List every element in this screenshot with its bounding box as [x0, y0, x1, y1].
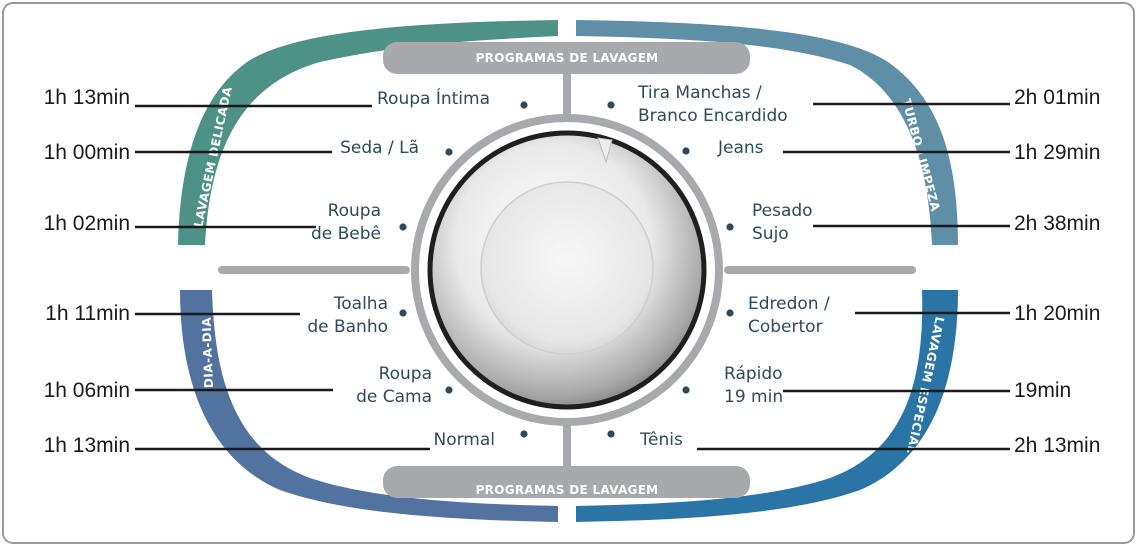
program-option[interactable]: Normal 1h 13min — [44, 430, 528, 457]
program-name-line: Toalha — [333, 294, 388, 314]
program-name-line: de Banho — [307, 317, 388, 337]
program-name-line: Normal — [433, 430, 495, 450]
footer-label: PROGRAMAS DE LAVAGEM — [476, 483, 659, 497]
program-dot — [445, 148, 453, 156]
program-name-line: Jeans — [717, 138, 764, 158]
program-option[interactable]: Tira Manchas / Branco Encardido 2h 01min — [607, 83, 1100, 126]
program-option[interactable]: Tênis 2h 13min — [607, 430, 1100, 457]
program-duration: 1h 13min — [44, 86, 130, 109]
program-dot — [726, 223, 734, 231]
footer-bar — [383, 466, 750, 498]
program-option[interactable]: Roupa de Cama 1h 06min — [44, 364, 453, 407]
divider-bottom — [563, 410, 571, 468]
program-name: Tênis — [639, 430, 683, 450]
program-duration: 19min — [1014, 379, 1071, 402]
divider-right — [724, 266, 916, 274]
program-name-line: Pesado — [752, 201, 813, 221]
program-name-line: Branco Encardido — [638, 106, 788, 126]
program-name: Toalha de Banho — [307, 294, 388, 337]
divider-top — [563, 72, 571, 130]
program-name-line: Tênis — [639, 430, 683, 450]
program-name: Seda / Lã — [340, 138, 419, 158]
program-name-line: Roupa — [379, 364, 432, 384]
program-name: Normal — [433, 430, 495, 450]
divider-left — [218, 266, 410, 274]
program-name: Edredon / Cobertor — [748, 294, 830, 337]
program-duration: 2h 38min — [1014, 212, 1100, 235]
header-bar — [383, 42, 750, 74]
program-option[interactable]: Jeans 1h 29min — [682, 138, 1100, 164]
program-name: Roupa de Cama — [356, 364, 432, 407]
program-dot — [682, 147, 690, 155]
program-option[interactable]: Rápido 19 min 19min — [682, 364, 1071, 407]
program-name-line: Sujo — [752, 224, 789, 244]
header-label: PROGRAMAS DE LAVAGEM — [476, 51, 659, 65]
program-duration: 1h 29min — [1014, 141, 1100, 164]
group-label-dia-a-dia: DIA-A-DIA — [200, 317, 216, 389]
program-duration: 1h 06min — [44, 379, 130, 402]
program-option[interactable]: Seda / Lã 1h 00min — [44, 138, 453, 164]
group-arc-bottom-left — [180, 290, 558, 522]
program-duration: 2h 01min — [1014, 86, 1100, 109]
program-name-line: Tira Manchas / — [637, 83, 762, 103]
knob-face — [480, 181, 654, 355]
program-name: Jeans — [717, 138, 764, 158]
program-name-line: Roupa — [328, 201, 381, 221]
program-name: Tira Manchas / Branco Encardido — [637, 83, 788, 126]
program-dot — [607, 101, 615, 109]
program-duration: 2h 13min — [1014, 434, 1100, 457]
program-name-line: de Bebê — [311, 224, 381, 244]
program-duration: 1h 13min — [44, 434, 130, 457]
program-dot — [399, 309, 407, 317]
program-dot — [445, 386, 453, 394]
program-name: Roupa de Bebê — [311, 201, 381, 244]
program-option[interactable]: Edredon / Cobertor 1h 20min — [726, 294, 1100, 337]
group-arc-top-left — [178, 20, 558, 245]
program-name-line: Cobertor — [748, 317, 823, 337]
program-name-line: Seda / Lã — [340, 138, 419, 158]
program-name-line: Edredon / — [748, 294, 830, 314]
knob-indicator — [597, 137, 613, 164]
program-option[interactable]: Roupa de Bebê 1h 02min — [44, 201, 407, 244]
program-name-line: 19 min — [724, 387, 783, 407]
program-dot — [682, 386, 690, 394]
program-duration: 1h 20min — [1014, 302, 1100, 325]
program-name: Rápido 19 min — [724, 364, 783, 407]
program-name-line: Roupa Íntima — [377, 87, 490, 109]
program-option[interactable]: Roupa Íntima 1h 13min — [44, 86, 528, 109]
program-dot — [520, 430, 528, 438]
program-duration: 1h 02min — [44, 212, 130, 235]
group-arc-bottom-right — [576, 290, 958, 522]
program-dot — [520, 101, 528, 109]
program-dot — [399, 223, 407, 231]
program-duration: 1h 00min — [44, 141, 130, 164]
program-name: Roupa Íntima — [377, 87, 490, 109]
program-dot — [607, 430, 615, 438]
program-duration: 1h 11min — [45, 302, 130, 325]
program-option[interactable]: Toalha de Banho 1h 11min — [45, 294, 407, 337]
program-name-line: Rápido — [724, 364, 783, 384]
program-dot — [726, 309, 734, 317]
program-name-line: de Cama — [356, 387, 432, 407]
